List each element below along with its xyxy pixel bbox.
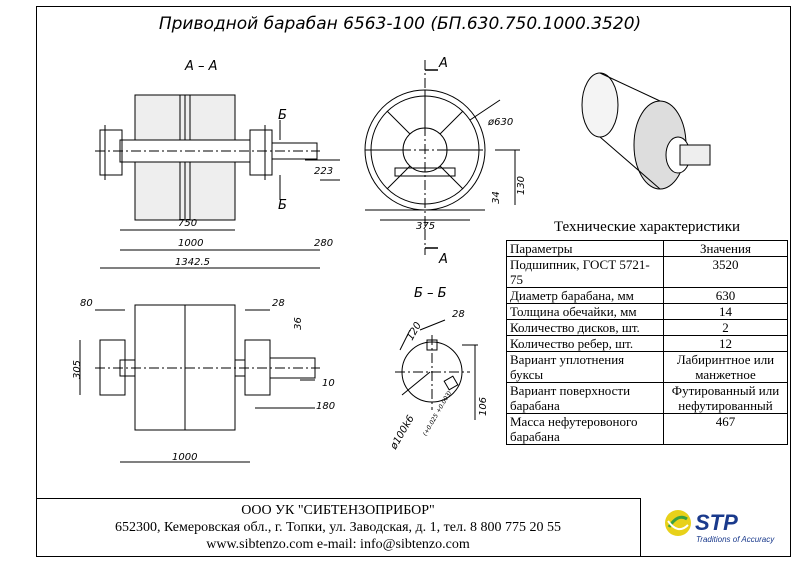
spec-value: 2 xyxy=(663,319,788,336)
drawing-frame xyxy=(36,6,791,557)
table-row: Диаметр барабана, мм 630 xyxy=(506,287,788,304)
dim-d630: ø630 xyxy=(488,117,514,128)
cut-mark-a-bottom: А xyxy=(439,252,448,267)
cut-mark-b-top: Б xyxy=(278,108,287,123)
specs-col-param: Параметры xyxy=(506,240,664,257)
table-row: Масса нефутеровоного барабана 467 xyxy=(506,413,788,445)
dim-34: 34 xyxy=(490,191,502,204)
table-row: Вариант уплотнения буксы Лабиринтное или… xyxy=(506,351,788,383)
dim-28-side: 28 xyxy=(272,298,285,309)
table-row: Количество ребер, шт. 12 xyxy=(506,335,788,352)
specs-header-row: Параметры Значения xyxy=(506,240,788,257)
spec-value: Футированный или нефутированный xyxy=(663,382,788,414)
company-footer: ООО УК "СИБТЕНЗОПРИБОР" 652300, Кемеровс… xyxy=(36,498,640,557)
spec-param: Вариант уплотнения буксы xyxy=(506,351,664,383)
table-row: Подшипник, ГОСТ 5721-75 3520 xyxy=(506,256,788,288)
section-aa-view xyxy=(95,94,340,269)
side-view xyxy=(79,304,320,463)
dim-223: 223 xyxy=(314,166,334,177)
table-row: Количество дисков, шт. 2 xyxy=(506,319,788,336)
dim-750: 750 xyxy=(178,218,198,229)
isometric-view xyxy=(581,72,711,190)
section-bb-view xyxy=(395,319,478,420)
dim-10: 10 xyxy=(322,378,335,389)
logo-tagline: Traditions of Accuracy xyxy=(696,535,775,544)
table-row: Вариант поверхности барабана Футированны… xyxy=(506,382,788,414)
specs-heading: Технические характеристики xyxy=(553,219,741,235)
drawing-title: Приводной барабан 6563-100 (БП.630.750.1… xyxy=(158,14,642,34)
dim-28-section: 28 xyxy=(452,309,465,320)
dim-1342: 1342.5 xyxy=(175,257,210,268)
spec-param: Количество дисков, шт. xyxy=(506,319,664,336)
section-aa-label: А – А xyxy=(185,59,218,74)
spec-param: Количество ребер, шт. xyxy=(506,335,664,352)
specs-col-value: Значения xyxy=(663,240,788,257)
company-address: 652300, Кемеровская обл., г. Топки, ул. … xyxy=(114,520,562,535)
spec-param: Подшипник, ГОСТ 5721-75 xyxy=(506,256,664,288)
company-contacts: www.sibtenzo.com e-mail: info@sibtenzo.c… xyxy=(206,537,470,552)
footer-divider xyxy=(640,498,641,556)
spec-param: Толщина обечайки, мм xyxy=(506,303,664,320)
cut-mark-b-bottom: Б xyxy=(278,198,287,213)
dim-106: 106 xyxy=(478,396,490,417)
spec-value: 3520 xyxy=(663,256,788,288)
dim-280: 280 xyxy=(314,238,334,249)
specs-table: Параметры Значения Подшипник, ГОСТ 5721-… xyxy=(506,240,788,445)
logo-name: STP xyxy=(695,510,738,535)
dim-1000-bottom: 1000 xyxy=(172,452,198,463)
spec-value: Лабиринтное или манжетное xyxy=(663,351,788,383)
spec-value: 14 xyxy=(663,303,788,320)
end-view xyxy=(364,60,520,255)
spec-value: 467 xyxy=(663,413,788,445)
dim-80: 80 xyxy=(80,298,93,309)
spec-value: 630 xyxy=(663,287,788,304)
spec-param: Вариант поверхности барабана xyxy=(506,382,664,414)
company-name: ООО УК "СИБТЕНЗОПРИБОР" xyxy=(241,503,435,518)
spec-param: Диаметр барабана, мм xyxy=(506,287,664,304)
spec-value: 12 xyxy=(663,335,788,352)
table-row: Толщина обечайки, мм 14 xyxy=(506,303,788,320)
dim-375: 375 xyxy=(416,221,436,232)
cut-mark-a-top: А xyxy=(439,56,448,71)
dim-130: 130 xyxy=(516,175,528,196)
dim-1000-top: 1000 xyxy=(178,238,204,249)
dim-305: 305 xyxy=(72,359,84,380)
section-bb-label: Б – Б xyxy=(414,286,447,301)
dim-180: 180 xyxy=(316,401,336,412)
dim-36: 36 xyxy=(292,317,304,330)
stp-logo-icon xyxy=(665,510,691,536)
spec-param: Масса нефутеровоного барабана xyxy=(506,413,664,445)
